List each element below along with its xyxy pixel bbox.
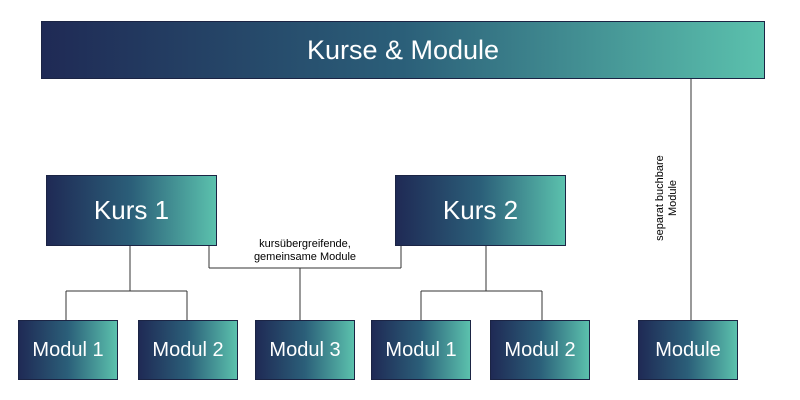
course-box-1: Kurs 1 (46, 175, 217, 246)
module-label: Modul 3 (269, 338, 341, 361)
separate-modules-label-wrap: separat buchbare Module (619, 150, 715, 246)
module-label: Modul 1 (32, 338, 104, 361)
module-box-separate: Module (638, 320, 738, 380)
module-label: Modul 2 (504, 338, 576, 361)
module-label: Modul 1 (385, 338, 457, 361)
module-box-kurs1-2: Modul 2 (138, 320, 238, 380)
shared-modules-label: kursübergreifende, gemeinsame Module (230, 238, 380, 264)
module-label: Module (655, 338, 721, 361)
shared-label-line-2: gemeinsame Module (253, 251, 357, 263)
module-box-kurs2-2: Modul 2 (490, 320, 590, 380)
separate-modules-label: separat buchbare Module (653, 150, 681, 246)
separate-label-line-2: Module (667, 179, 679, 217)
shared-label-line-1: kursübergreifende, (259, 238, 351, 250)
title-text: Kurse & Module (306, 34, 500, 65)
module-box-kurs2-1: Modul 1 (371, 320, 471, 380)
title-box: Kurse & Module (41, 21, 765, 79)
course-label: Kurs 2 (442, 195, 519, 225)
separate-label-line-1: separat buchbare (654, 155, 666, 241)
course-label: Kurs 1 (93, 195, 170, 225)
module-label: Modul 2 (152, 338, 224, 361)
module-box-shared: Modul 3 (255, 320, 355, 380)
module-box-kurs1-1: Modul 1 (18, 320, 118, 380)
course-box-2: Kurs 2 (395, 175, 566, 246)
